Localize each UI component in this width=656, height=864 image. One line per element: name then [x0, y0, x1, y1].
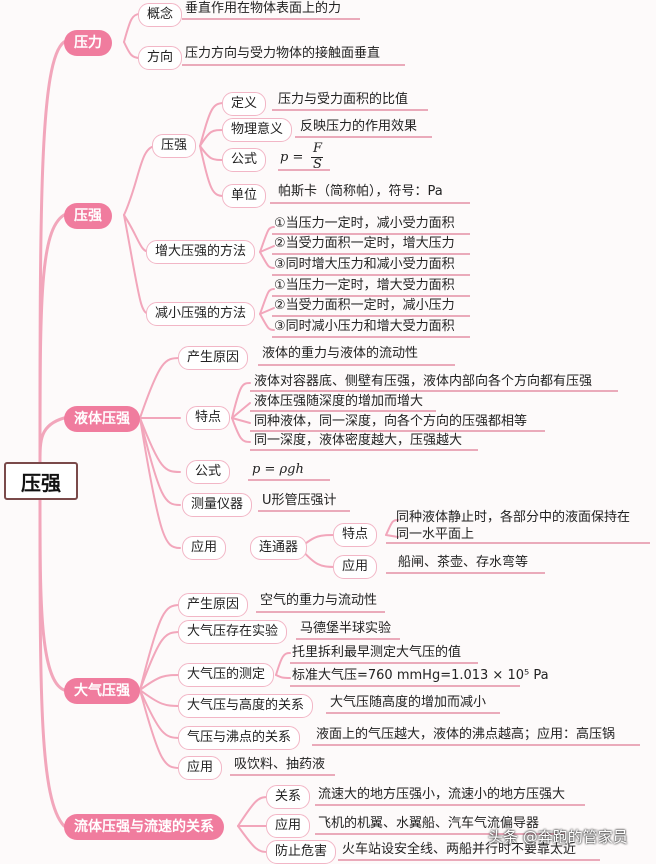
text-liquid-feature-1: 液体对容器底、侧壁有压强，液体内部向各个方向都有压强: [254, 374, 593, 389]
node-press: 压强: [152, 134, 197, 158]
text-atmos-height: 大气压随高度的增加而减小: [330, 695, 487, 710]
node-definition: 定义: [222, 92, 267, 116]
text-fluid-danger: 火车站设安全线、两船并行时不要靠太近: [342, 842, 577, 857]
branch-pressure: 压力: [64, 30, 112, 56]
text-liquid-feature-2: 液体压强随深度的增加而增大: [254, 394, 424, 409]
text-atmos-exist: 马德堡半球实验: [300, 621, 392, 636]
branch-liquid: 液体压强: [64, 406, 140, 432]
node-increase-methods: 增大压强的方法: [146, 240, 256, 264]
text-increase-2: ②当受力面积一定时，增大压力: [274, 236, 455, 251]
node-connected-vessel: 连通器: [250, 536, 308, 560]
text-vessel-feature-1: 同种液体静止时，各部分中的液面保持在: [396, 510, 631, 525]
text-decrease-2: ②当受力面积一定时，减小压力: [274, 298, 455, 313]
text-unit: 帕斯卡（简称帕），符号：Pa: [278, 184, 443, 199]
node-direction: 方向: [138, 46, 183, 70]
formula-p: p =: [280, 150, 304, 165]
node-decrease-methods: 减小压强的方法: [146, 302, 256, 326]
text-decrease-1: ①当压力一定时，增大受力面积: [274, 278, 455, 293]
text-concept: 垂直作用在物体表面上的力: [185, 1, 342, 16]
text-increase-1: ①当压力一定时，减小受力面积: [274, 216, 455, 231]
node-fluid-danger: 防止危害: [266, 840, 337, 864]
branch-press: 压强: [64, 203, 112, 229]
formula-denominator: S: [313, 157, 322, 172]
text-vessel-application: 船闸、茶壶、存水弯等: [398, 555, 529, 570]
text-liquid-cause: 液体的重力与液体的流动性: [262, 346, 419, 361]
formula-numerator: F: [313, 141, 323, 156]
text-atmos-boiling: 液面上的气压越大，液体的沸点越高；应用：高压锅: [316, 727, 616, 742]
node-atmos-boiling: 气压与沸点的关系: [178, 726, 301, 750]
node-liquid-application: 应用: [182, 536, 227, 560]
node-atmos-measure: 大气压的测定: [178, 663, 275, 687]
fraction-bar: [311, 157, 323, 158]
node-unit: 单位: [222, 184, 267, 208]
node-liquid-features: 特点: [186, 406, 231, 430]
text-atmos-application: 吸饮料、抽药液: [234, 757, 326, 772]
text-definition: 压力与受力面积的比值: [278, 92, 409, 107]
watermark: 头条 @奔跑的管家员: [488, 828, 628, 846]
node-vessel-application: 应用: [333, 555, 378, 579]
node-atmos-exist: 大气压存在实验: [178, 620, 288, 644]
branch-atmosphere: 大气压强: [64, 678, 140, 704]
text-instrument: U形管压强计: [262, 493, 337, 508]
node-atmos-application: 应用: [178, 756, 223, 780]
text-atmos-measure-1: 托里拆利最早测定大气压的值: [292, 645, 462, 660]
node-atmos-cause: 产生原因: [178, 593, 249, 617]
text-physical-meaning: 反映压力的作用效果: [300, 119, 418, 134]
node-instrument: 测量仪器: [182, 493, 253, 517]
node-liquid-formula: 公式: [186, 460, 231, 484]
branch-fluid: 流体压强与流速的关系: [64, 814, 224, 840]
node-fluid-relation: 关系: [266, 785, 311, 809]
text-increase-3: ③同时增大压力和减小受力面积: [274, 257, 455, 272]
text-liquid-feature-4: 同一深度，液体密度越大，压强越大: [254, 433, 463, 448]
node-concept: 概念: [138, 3, 183, 27]
node-liquid-cause: 产生原因: [178, 346, 249, 370]
node-physical-meaning: 物理意义: [222, 118, 293, 142]
text-liquid-formula: p = ρgh: [252, 462, 304, 477]
text-fluid-relation: 流速大的地方压强小，流速小的地方压强大: [318, 787, 566, 802]
text-liquid-feature-3: 同种液体，同一深度，向各个方向的压强都相等: [254, 414, 528, 429]
text-atmos-cause: 空气的重力与流动性: [260, 593, 378, 608]
text-direction: 压力方向与受力物体的接触面垂直: [185, 46, 381, 61]
node-fluid-application: 应用: [266, 814, 311, 838]
node-atmos-height: 大气压与高度的关系: [178, 694, 314, 718]
node-formula: 公式: [222, 148, 267, 172]
node-vessel-feature: 特点: [333, 523, 378, 547]
root-node: 压强: [4, 462, 78, 500]
text-atmos-measure-2: 标准大气压=760 mmHg=1.013 × 10⁵ Pa: [292, 668, 549, 683]
text-decrease-3: ③同时减小压力和增大受力面积: [274, 319, 455, 334]
text-vessel-feature-2: 同一水平面上: [396, 527, 475, 542]
text-fluid-application: 飞机的机翼、水翼船、汽车气流偏导器: [318, 816, 540, 831]
